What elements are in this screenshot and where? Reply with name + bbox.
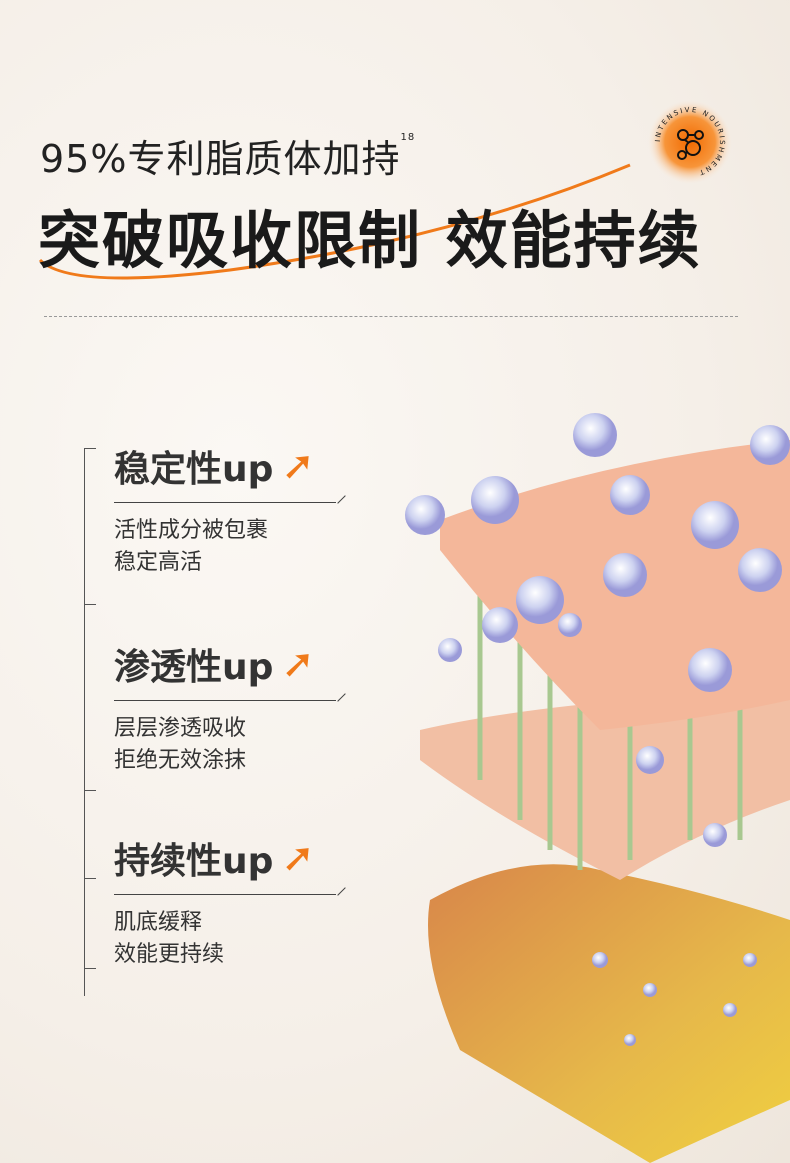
timeline-tick: [84, 878, 96, 879]
timeline-tick: [84, 968, 96, 969]
feature-stability: 稳定性up➚ 活性成分被包裹稳定高活: [114, 440, 336, 579]
middle-layer: [420, 690, 790, 880]
intensive-nourishment-badge: INTENSIVE NOURISHMENT: [648, 100, 732, 184]
timeline-tick: [84, 448, 96, 449]
feature-line: 层层渗透吸收: [114, 716, 247, 741]
footnote: 18: [400, 132, 416, 143]
underline: [114, 502, 336, 503]
orange-swoosh: [38, 163, 631, 280]
feature-title: 渗透性up: [114, 647, 274, 688]
feature-line: 活性成分被包裹: [114, 518, 269, 543]
feature-line: 效能更持续: [114, 942, 225, 967]
skin-layers-illustration: [405, 413, 790, 1163]
liposome-bubbles: [405, 413, 790, 1046]
arrow-up-icon: ➚: [281, 641, 315, 687]
feature-penetration: 渗透性up➚ 层层渗透吸收拒绝无效涂抹: [114, 638, 336, 777]
timeline-tick: [84, 790, 96, 791]
page-title: 突破吸收限制 效能持续: [38, 204, 702, 277]
feature-title: 稳定性up: [114, 449, 274, 490]
feature-sustained: 持续性up➚ 肌底缓释效能更持续: [114, 832, 336, 971]
molecule-icon: [677, 129, 704, 160]
subtitle-text: 95%专利脂质体加持: [40, 137, 401, 181]
divider: [44, 316, 738, 317]
underline: [114, 894, 336, 895]
feature-line: 稳定高活: [114, 550, 203, 575]
timeline-tick: [84, 604, 96, 605]
arrow-up-icon: ➚: [281, 443, 315, 489]
underline: [114, 700, 336, 701]
deep-layer: [428, 864, 790, 1163]
feature-line: 肌底缓释: [114, 910, 203, 935]
subtitle: 95%专利脂质体加持18: [40, 128, 415, 183]
feature-line: 拒绝无效涂抹: [114, 748, 247, 773]
arrow-up-icon: ➚: [281, 835, 315, 881]
timeline-line: [84, 448, 85, 996]
feature-title: 持续性up: [114, 841, 274, 882]
